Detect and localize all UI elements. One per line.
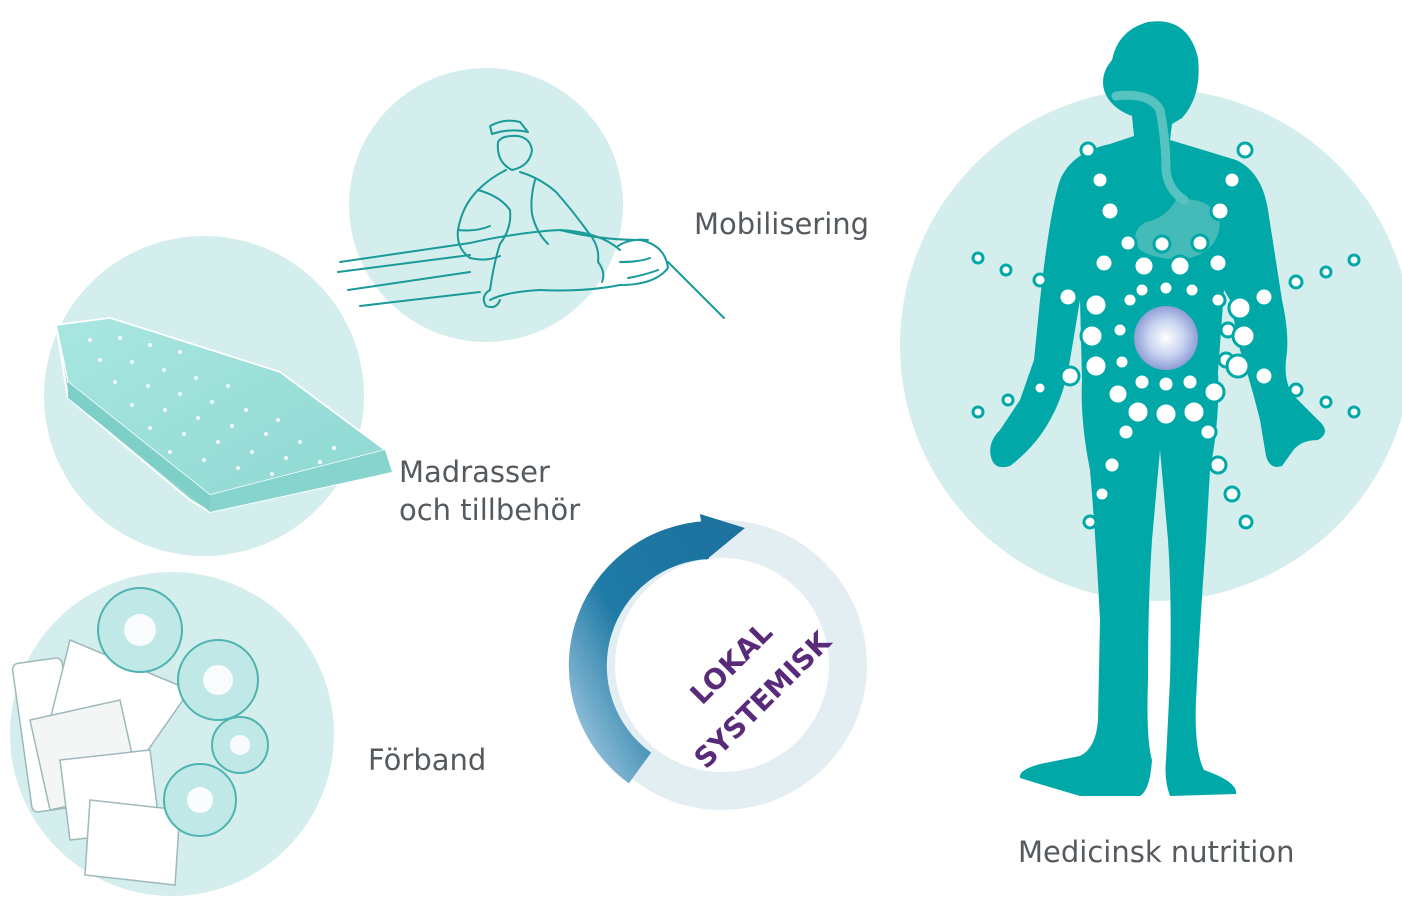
mattress-illustration xyxy=(54,316,394,514)
central-cell xyxy=(1134,306,1198,370)
label-madrasser-line2: och tillbehör xyxy=(399,493,581,527)
cycle-arrowhead xyxy=(700,514,745,560)
label-medicinsk-nutrition: Medicinsk nutrition xyxy=(1018,835,1295,869)
label-mobilisering: Mobilisering xyxy=(694,207,870,241)
mobilisering-circle xyxy=(349,68,623,342)
digestive-tract xyxy=(1111,90,1189,205)
nurse-illustration xyxy=(337,119,725,319)
nutrient-particles xyxy=(971,141,1361,530)
label-madrasser: Madrasser och tillbehör xyxy=(399,453,580,529)
label-forband: Förband xyxy=(368,743,487,777)
cycle-ring xyxy=(568,514,867,810)
dressings-illustration xyxy=(11,587,269,886)
label-madrasser-line1: Madrasser xyxy=(399,455,550,489)
